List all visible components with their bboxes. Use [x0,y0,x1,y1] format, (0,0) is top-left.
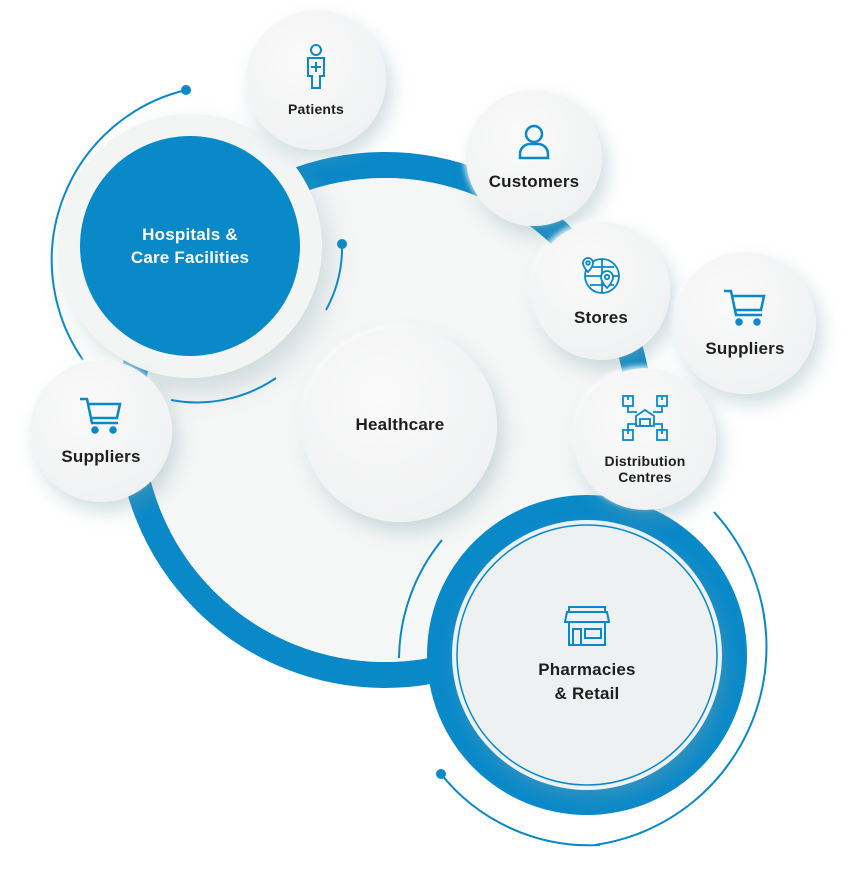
stores-label: Stores [573,307,629,327]
patient-medical-icon [305,43,327,95]
suppliers-right-label: Suppliers [705,338,785,358]
arc-pharm-right [594,511,768,846]
shopping-cart-icon [78,395,124,440]
node-healthcare[interactable]: Healthcare [303,328,497,522]
user-icon [517,124,551,165]
arc-top-left [50,89,187,361]
pharmacies-thin-ring [456,524,718,786]
node-hospitals[interactable]: Hospitals & Care Facilities [80,136,300,356]
patients-label: Patients [287,100,345,117]
pharmacies-ring-inner [452,520,722,790]
arc-pharm-bottom [440,773,601,847]
distribution-label-line2: Centres [618,468,672,485]
shopping-cart-icon [722,287,768,332]
node-pharmacies-retail[interactable]: Pharmacies & Retail [457,525,717,785]
hospitals-label-line2: Care Facilities [130,248,250,267]
node-customers[interactable]: Customers [466,90,602,226]
suppliers-left-label: Suppliers [61,446,141,466]
arc-hosp-right [325,243,344,311]
distribution-network-icon [621,394,669,447]
node-stores[interactable]: Stores [532,222,670,360]
arc-hosp-bottom [170,377,277,404]
hospitals-label-line1: Hospitals & [142,225,238,244]
storefront-icon [563,605,611,652]
pharmacies-label-line2: & Retail [554,683,620,703]
arc-dot-pharm [436,769,446,779]
arc-dot-hosp [337,239,347,249]
distribution-label-line1: Distribution [604,452,686,469]
customers-label: Customers [488,171,580,191]
pharmacies-label-line1: Pharmacies [538,659,636,679]
node-patients[interactable]: Patients [246,10,386,150]
healthcare-label: Healthcare [355,415,445,434]
node-suppliers-left[interactable]: Suppliers [30,360,172,502]
node-distribution-centres[interactable]: Distribution Centres [574,368,716,510]
arc-dot-top-left [181,85,191,95]
globe-location-icon [580,254,622,301]
arc-pharm-left [398,539,443,659]
node-suppliers-right[interactable]: Suppliers [674,252,816,394]
